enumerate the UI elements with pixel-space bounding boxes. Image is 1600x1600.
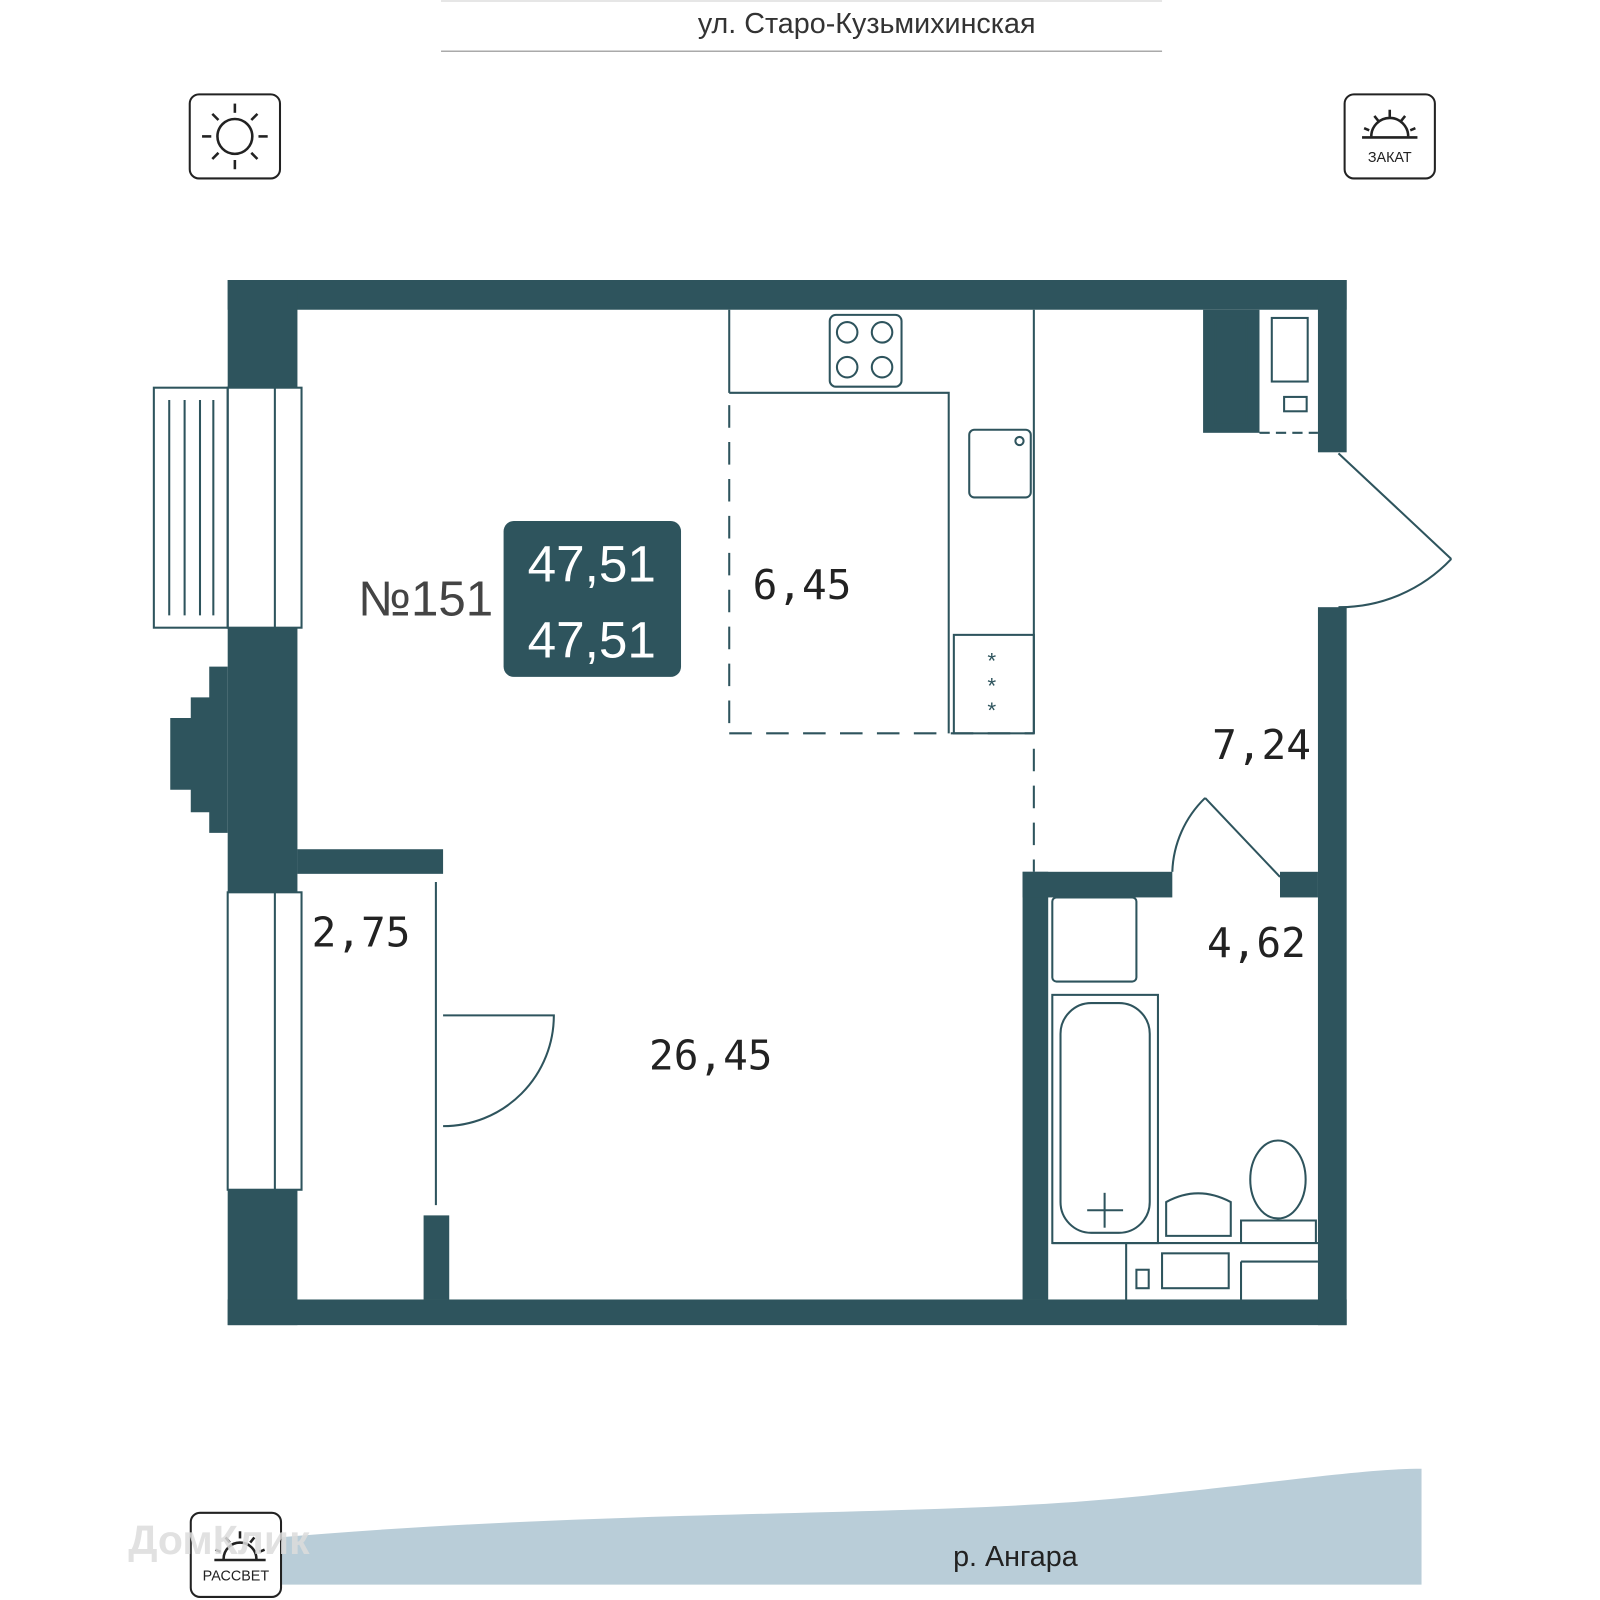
- room-area-wardrobe: 2,75: [312, 909, 411, 957]
- walls: [170, 280, 1347, 1326]
- svg-text:*: *: [987, 698, 996, 723]
- svg-text:*: *: [987, 649, 996, 674]
- street-name: ул. Старо-Кузьмихинская: [698, 8, 1036, 40]
- river-name: р. Ангара: [953, 1541, 1078, 1573]
- apartment-number: №151: [358, 571, 493, 626]
- room-area-living-room: 26,45: [649, 1032, 772, 1080]
- sunset-icon: [1343, 93, 1436, 180]
- fridge-symbols: ***: [987, 649, 996, 723]
- watermark: ДомКлик: [128, 1517, 310, 1563]
- room-area-bathroom: 4,62: [1207, 919, 1306, 967]
- area-badge: [503, 521, 682, 677]
- sun-icon: [188, 93, 282, 180]
- sunrise-label: РАССВЕТ: [203, 1569, 270, 1585]
- living-area: 47,51: [528, 611, 656, 668]
- total-area: 47,51: [528, 536, 656, 593]
- room-area-kitchen: 6,45: [753, 561, 852, 609]
- room-area-hallway: 7,24: [1212, 721, 1311, 769]
- sunset-label: ЗАКАТ: [1368, 150, 1412, 166]
- river-shape: [266, 1468, 1422, 1585]
- windows: [152, 386, 303, 1191]
- sunrise-icon: [189, 1511, 283, 1598]
- interior-lines: [434, 309, 1453, 1300]
- svg-text:*: *: [987, 673, 996, 698]
